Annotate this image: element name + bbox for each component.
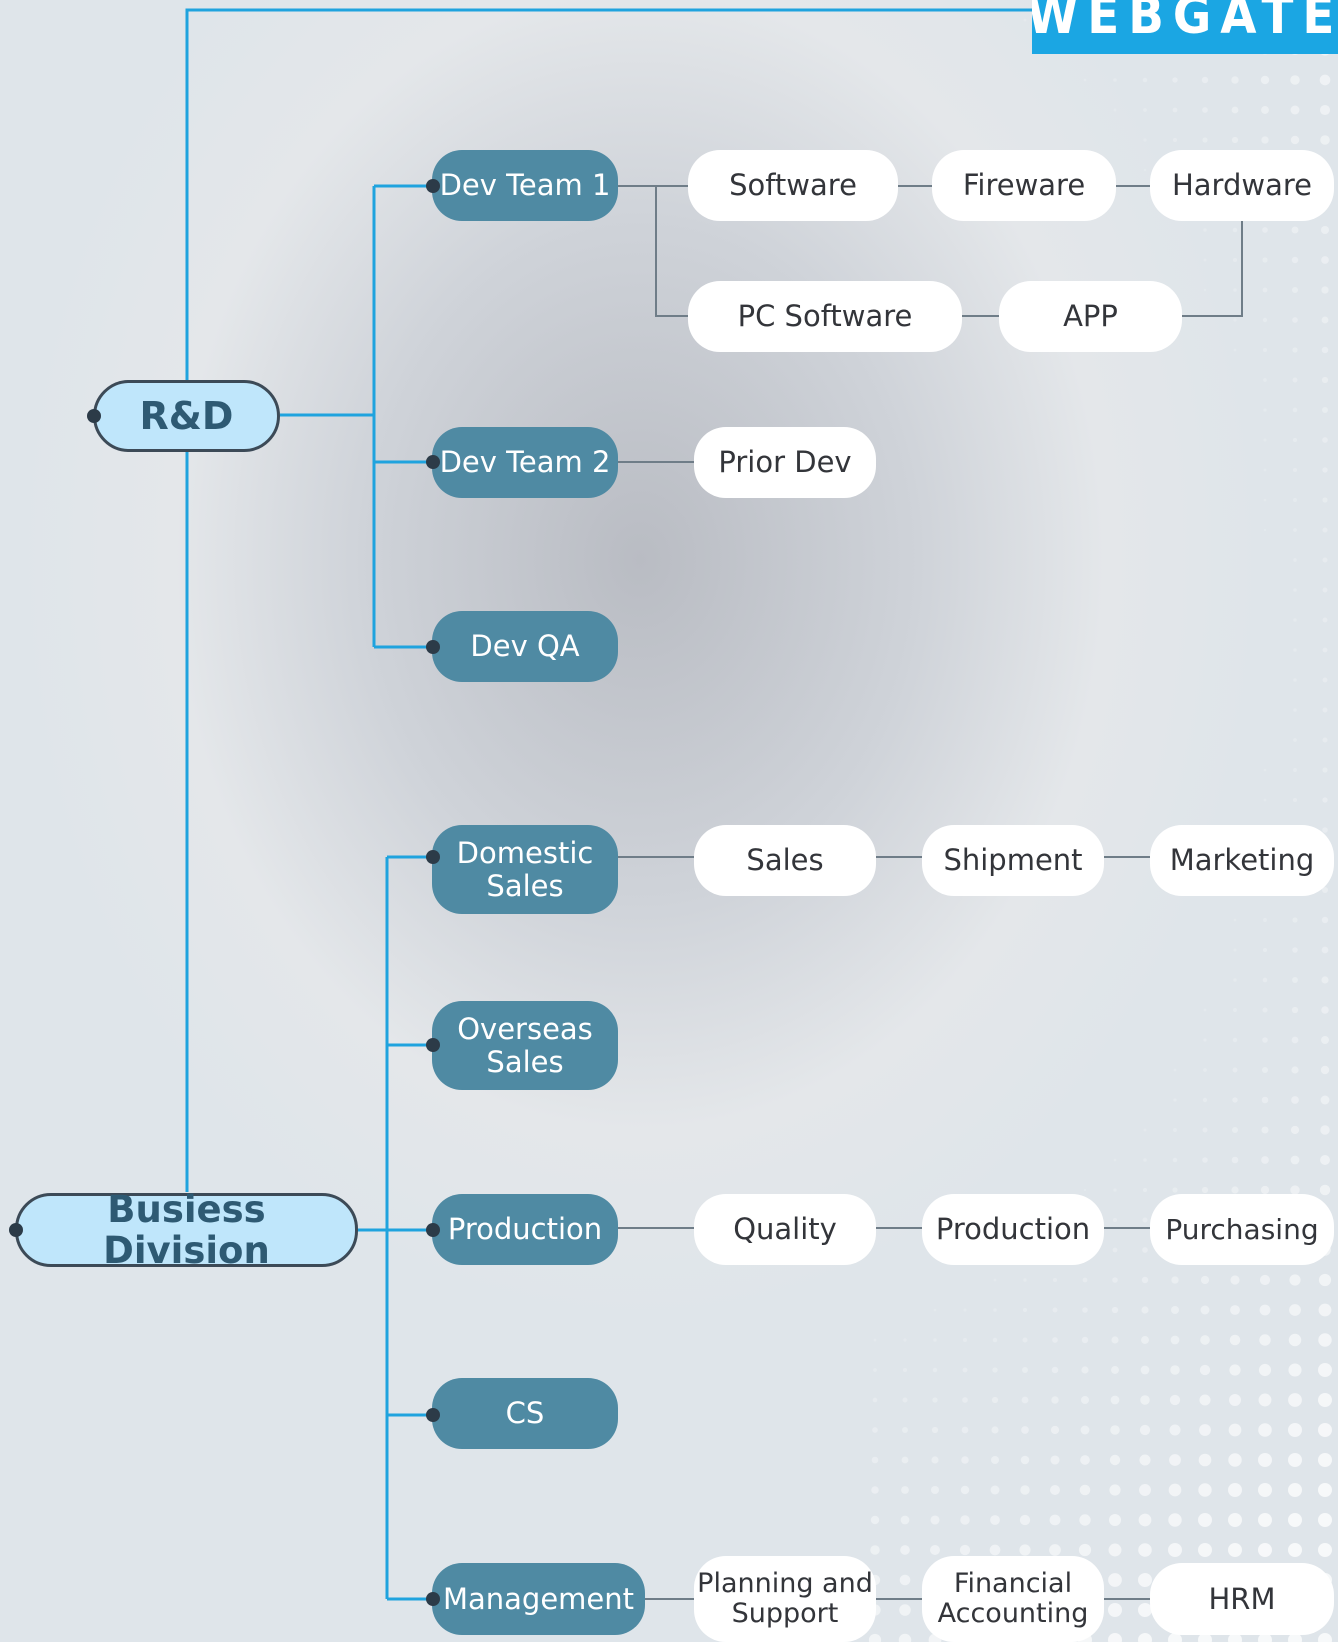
connector-brand-to-rnd [185,8,1032,380]
dot-domestic-sales [426,850,440,864]
dot-cs [426,1408,440,1422]
business-division-node[interactable]: Busiess Division [15,1188,358,1271]
dept-cs[interactable]: CS [432,1378,618,1449]
dept-overseas-sales[interactable]: Overseas Sales [432,1001,618,1090]
business-connector-dot [9,1223,23,1237]
unit-sales[interactable]: Sales [694,825,876,896]
dept-dev-team-2[interactable]: Dev Team 2 [432,427,618,498]
dept-dev-team-1[interactable]: Dev Team 1 [432,150,618,221]
dot-dev-team-1 [426,179,440,193]
unit-hrm[interactable]: HRM [1150,1563,1334,1635]
unit-quality[interactable]: Quality [694,1194,876,1265]
unit-software[interactable]: Software [688,150,898,221]
connector-dev-team-1-pc [655,186,688,317]
dot-dev-qa [426,640,440,654]
dot-dev-team-2 [426,455,440,469]
unit-financial-accounting[interactable]: Financial Accounting [922,1556,1104,1642]
unit-fireware[interactable]: Fireware [932,150,1116,221]
unit-purchasing[interactable]: Purchasing [1150,1194,1334,1265]
unit-shipment[interactable]: Shipment [922,825,1104,896]
unit-planning-and-support[interactable]: Planning and Support [694,1556,876,1642]
rnd-node[interactable]: R&D [93,380,280,452]
connector-hardware-app [1182,220,1243,317]
unit-app[interactable]: APP [999,281,1182,352]
unit-pc-software[interactable]: PC Software [688,281,962,352]
unit-prior-dev[interactable]: Prior Dev [694,427,876,498]
dept-domestic-sales[interactable]: Domestic Sales [432,825,618,914]
unit-hardware[interactable]: Hardware [1150,150,1334,221]
webgate-logo: WEBGATE [1032,0,1338,54]
dot-production [426,1223,440,1237]
dot-overseas-sales [426,1038,440,1052]
dot-management [426,1592,440,1606]
rnd-connector-dot [87,409,101,423]
dept-production[interactable]: Production [432,1194,618,1265]
dept-dev-qa[interactable]: Dev QA [432,611,618,682]
unit-marketing[interactable]: Marketing [1150,825,1334,896]
dept-management[interactable]: Management [432,1563,645,1635]
unit-production[interactable]: Production [922,1194,1104,1265]
